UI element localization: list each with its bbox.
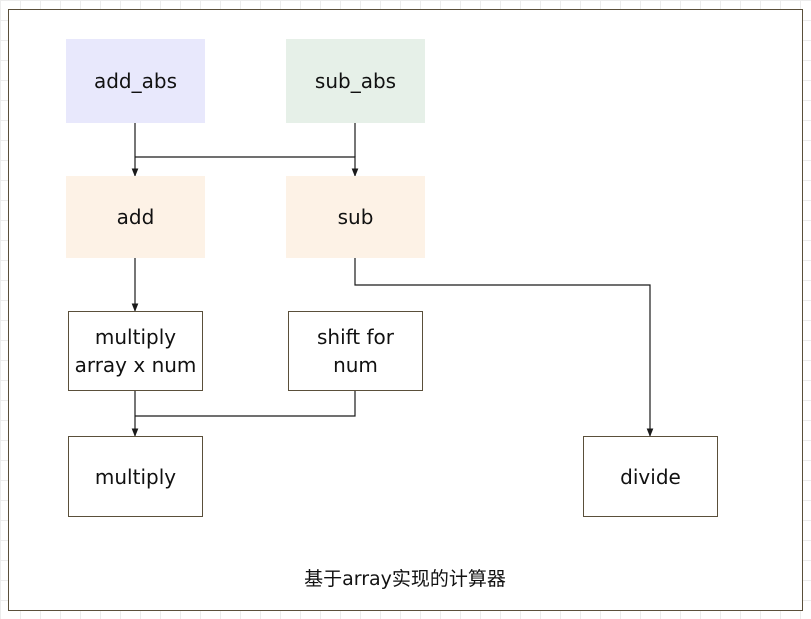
diagram-caption: 基于array实现的计算器 [304,568,506,590]
node-shift-for-num-label: shift for num [316,325,395,377]
node-add-label: add [116,205,155,229]
node-sub[interactable]: sub [286,176,425,258]
node-sub-abs-label: sub_abs [314,69,397,93]
node-divide[interactable]: divide [583,436,718,517]
node-sub-label: sub [337,205,374,229]
node-add-abs[interactable]: add_abs [66,39,205,123]
node-multiply-label: multiply [94,464,177,489]
node-multiply[interactable]: multiply [68,436,203,517]
node-multiply-array[interactable]: multiply array x num [68,311,203,391]
node-sub-abs[interactable]: sub_abs [286,39,425,123]
node-divide-label: divide [620,464,681,489]
node-add[interactable]: add [66,176,205,258]
node-shift-for-num[interactable]: shift for num [288,311,423,391]
node-add-abs-label: add_abs [93,69,178,93]
node-multiply-array-label: multiply array x num [74,325,197,377]
